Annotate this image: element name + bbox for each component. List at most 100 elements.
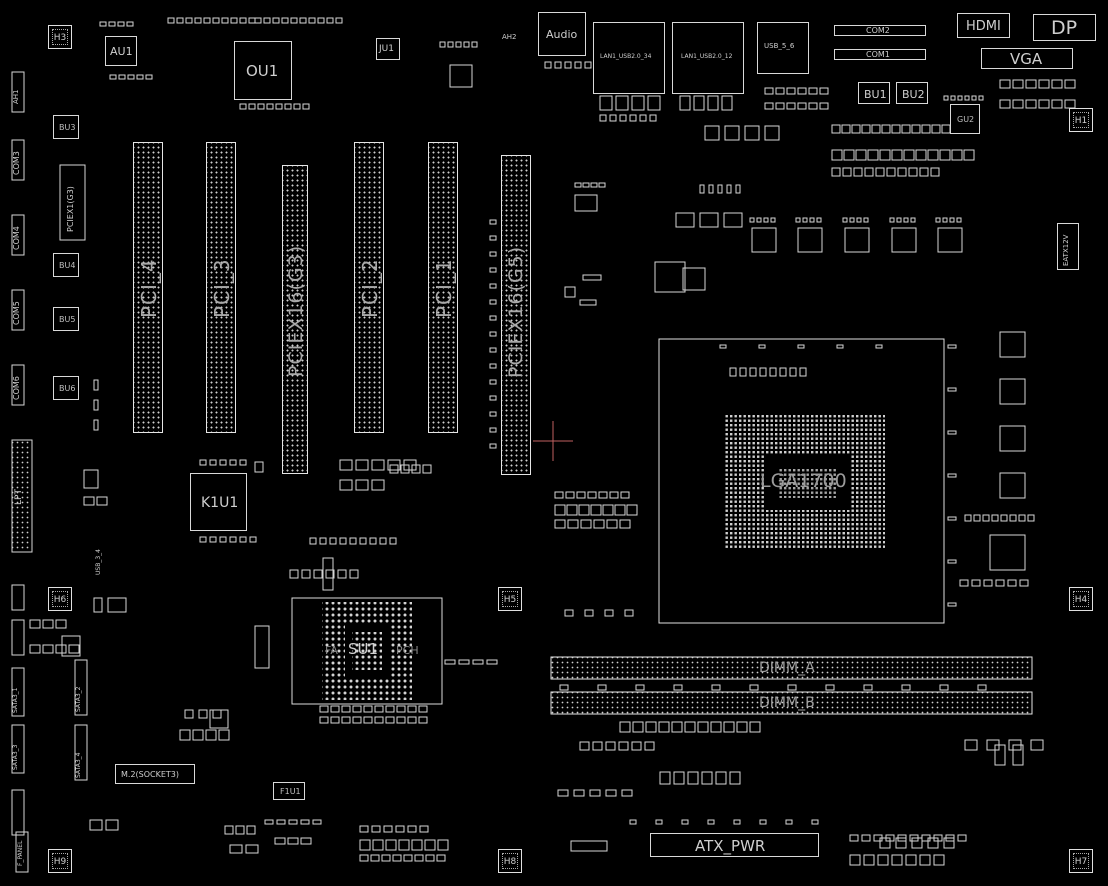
component-pad: [901, 684, 911, 691]
component-pad: [632, 721, 644, 733]
component-pad: [219, 536, 227, 543]
component-pad: [863, 854, 875, 866]
component-pad: [853, 167, 863, 177]
component-pad: [96, 496, 108, 506]
component-pad: [359, 537, 367, 545]
component-pad: [489, 427, 497, 433]
usb-56-label: USB_5_6: [764, 42, 795, 50]
component-pad: [867, 149, 879, 161]
component-pad: [963, 149, 975, 161]
component-pad: [489, 267, 497, 273]
component-pad: [1051, 99, 1063, 109]
component-pad: [330, 716, 340, 724]
component-pad: [707, 819, 715, 825]
component-pad: [598, 182, 606, 188]
component-pad: [879, 149, 891, 161]
lan-12-label: LAN1_USB2.0_12: [681, 53, 733, 60]
component-pad: [699, 212, 719, 228]
pch-right-label: PCH: [396, 644, 419, 657]
component-pad: [288, 819, 298, 825]
component-pad: [312, 819, 322, 825]
component-pad: [605, 789, 617, 797]
component-pad: [606, 519, 618, 529]
component-pad: [392, 854, 402, 862]
component-pad: [687, 771, 699, 785]
component-pad: [472, 659, 484, 665]
component-pad: [439, 41, 446, 48]
component-pad: [1007, 579, 1017, 587]
component-pad: [489, 315, 497, 321]
ju1-label: JU1: [379, 44, 394, 54]
component-pad: [749, 367, 757, 377]
component-pad: [671, 721, 683, 733]
component-pad: [574, 182, 582, 188]
component-pad: [398, 839, 410, 851]
component-pad: [263, 17, 271, 24]
k1u1-chip: K1U1: [190, 473, 247, 531]
component-pad: [199, 459, 207, 466]
component-pad: [943, 95, 949, 101]
component-pad: [711, 684, 721, 691]
ah2-label: AH2: [502, 33, 517, 41]
component-pad: [463, 41, 470, 48]
component-pad: [897, 167, 907, 177]
component-pad: [764, 87, 774, 95]
component-pad: [349, 537, 357, 545]
component-pad: [289, 569, 299, 579]
component-pad: [127, 74, 135, 80]
component-pad: [341, 716, 351, 724]
component-pad: [185, 17, 193, 24]
component-pad: [414, 854, 424, 862]
lan-usb-12-connector: LAN1_USB2.0_12: [672, 22, 744, 94]
component-pad: [224, 825, 234, 835]
component-pad: [842, 167, 852, 177]
component-pad: [203, 17, 211, 24]
component-pad: [335, 17, 343, 24]
com6-label: COM6: [12, 376, 21, 400]
component-pad: [359, 839, 371, 851]
component-pad: [385, 716, 395, 724]
component-pad: [831, 124, 841, 134]
sata-1-label: SATA3_1: [12, 687, 19, 714]
lan-usb-34-connector: LAN1_USB2.0_34: [593, 22, 665, 94]
component-pad: [879, 837, 891, 849]
component-pad: [254, 461, 264, 473]
component-pad: [248, 17, 256, 24]
vga-label: VGA: [1010, 50, 1043, 68]
component-pad: [319, 716, 329, 724]
component-pad: [1064, 79, 1076, 89]
component-pad: [935, 217, 941, 223]
component-pad: [726, 184, 732, 194]
component-pad: [947, 387, 957, 392]
component-pad: [489, 299, 497, 305]
component-pad: [707, 95, 719, 111]
component-pad: [1025, 79, 1037, 89]
component-pad: [564, 286, 576, 298]
component-pad: [786, 102, 796, 110]
component-pad: [621, 789, 633, 797]
component-pad: [758, 344, 766, 349]
component-pad: [330, 705, 340, 713]
h4-label: H4: [1074, 595, 1088, 605]
component-pad: [799, 367, 807, 377]
component-pad: [61, 635, 81, 657]
component-pad: [293, 103, 301, 110]
component-pad: [609, 491, 619, 499]
component-pad: [861, 834, 871, 842]
component-pad: [957, 834, 967, 842]
component-pad: [715, 771, 727, 785]
lga-label: LGA1700: [760, 470, 847, 492]
component-pad: [797, 344, 805, 349]
component-pad: [396, 716, 406, 724]
dp-label: DP: [1051, 17, 1078, 39]
component-pad: [339, 459, 353, 471]
com3-label: COM3: [12, 151, 21, 175]
ou1-label: OU1: [246, 62, 279, 80]
m2-socket: M.2(SOCKET3): [115, 764, 195, 784]
component-pad: [849, 854, 861, 866]
lan-34-label: LAN1_USB2.0_34: [600, 53, 652, 60]
component-pad: [264, 819, 274, 825]
component-pad: [418, 705, 428, 713]
component-pad: [235, 825, 245, 835]
component-pad: [359, 854, 369, 862]
